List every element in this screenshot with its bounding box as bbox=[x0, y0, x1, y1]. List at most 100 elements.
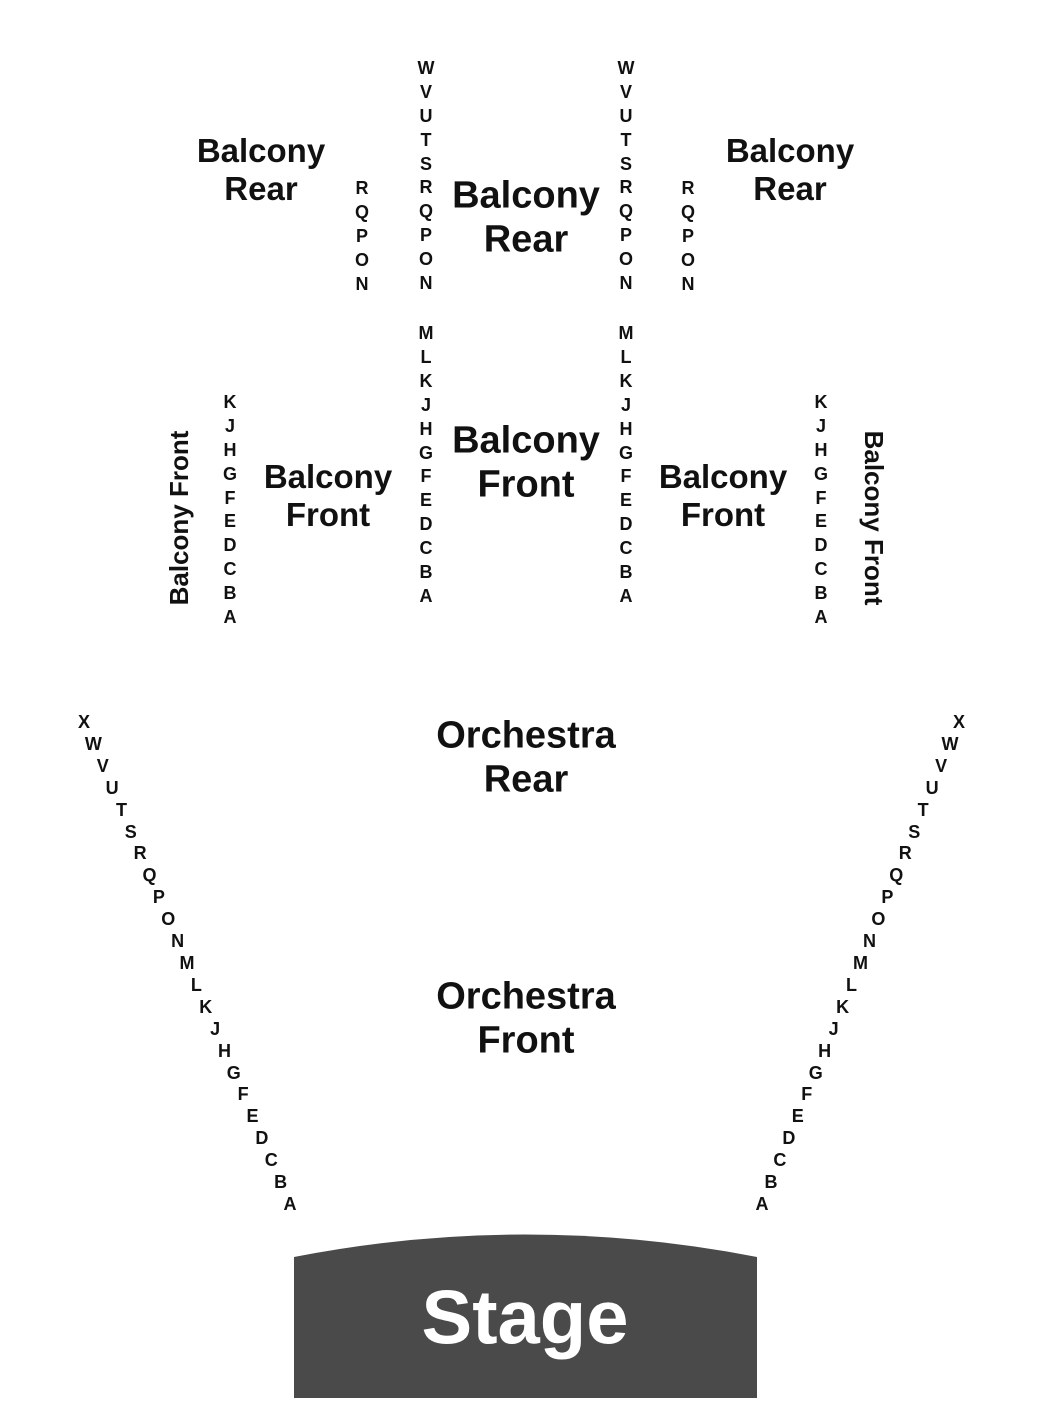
balcony-front-left-aisle-row-m: M bbox=[418, 323, 434, 343]
balcony-rear-right-side-row-p: P bbox=[681, 226, 695, 246]
balcony-front-left-aisle-row-g: G bbox=[418, 442, 434, 463]
orchestra-left-row-q: Q bbox=[142, 865, 157, 886]
balcony-front-left-aisle-row-h: H bbox=[419, 418, 433, 439]
balcony-rear-right-side-row-o: O bbox=[680, 250, 696, 270]
balcony-front-right-aisle-row-e: E bbox=[619, 490, 633, 511]
orchestra-right-row-c: C bbox=[773, 1150, 787, 1171]
orchestra-left-row-x: X bbox=[77, 712, 91, 732]
orchestra-left-row-r: R bbox=[133, 843, 147, 864]
orchestra-left-row-v: V bbox=[96, 755, 109, 776]
section-orchestra-front[interactable]: Orchestra Front bbox=[436, 975, 616, 1061]
balcony-front-right-aisle-row-c: C bbox=[619, 538, 633, 559]
orchestra-left-row-d: D bbox=[255, 1128, 269, 1149]
orchestra-right-row-o: O bbox=[871, 909, 886, 930]
balcony-front-right-aisle-row-h: H bbox=[619, 418, 633, 439]
balcony-front-right-side-row-a: A bbox=[814, 607, 828, 627]
section-balcony-rear-right[interactable]: Balcony Rear bbox=[725, 132, 855, 207]
section-orchestra-rear[interactable]: Orchestra Rear bbox=[436, 714, 616, 800]
section-balcony-rear-left[interactable]: Balcony Rear bbox=[196, 132, 326, 207]
balcony-front-left-side-row-a: A bbox=[223, 607, 237, 627]
orchestra-right-row-r: R bbox=[898, 843, 912, 864]
orchestra-right-row-v: V bbox=[935, 755, 948, 776]
balcony-rear-left-aisle-row-n: N bbox=[419, 273, 433, 293]
orchestra-right-row-h: H bbox=[818, 1040, 832, 1061]
balcony-rear-left-aisle-row-r: R bbox=[419, 177, 433, 198]
orchestra-left-row-n: N bbox=[171, 931, 185, 952]
orchestra-right-row-m: M bbox=[853, 953, 868, 973]
section-balcony-front-right[interactable]: Balcony Front bbox=[658, 458, 788, 533]
balcony-front-left-aisle-row-f: F bbox=[420, 466, 432, 487]
stage-area bbox=[294, 1234, 757, 1398]
orchestra-left-row-h: H bbox=[217, 1040, 231, 1061]
balcony-front-right-side-row-e: E bbox=[814, 511, 828, 532]
orchestra-left-row-l: L bbox=[190, 974, 202, 995]
orchestra-left-row-m: M bbox=[179, 953, 195, 973]
orchestra-right-row-w: W bbox=[941, 733, 959, 754]
balcony-front-right-aisle-row-d: D bbox=[619, 514, 633, 535]
orchestra-right-row-p: P bbox=[881, 887, 894, 908]
balcony-front-left-side-row-j: J bbox=[224, 415, 236, 436]
balcony-front-right-side-row-b: B bbox=[814, 583, 828, 604]
balcony-front-left-side-row-d: D bbox=[223, 535, 237, 556]
balcony-front-left-side-row-c: C bbox=[223, 559, 237, 580]
orchestra-right-row-f: F bbox=[801, 1084, 813, 1105]
balcony-rear-right-aisle-row-t: T bbox=[620, 129, 632, 150]
balcony-front-left-aisle-row-l: L bbox=[420, 346, 432, 367]
orchestra-left-row-j: J bbox=[210, 1018, 221, 1039]
balcony-front-left-side-row-k: K bbox=[223, 392, 237, 412]
balcony-rear-right-aisle-row-q: Q bbox=[618, 201, 634, 222]
balcony-front-right-aisle-row-a: A bbox=[619, 586, 633, 606]
orchestra-left-row-b: B bbox=[274, 1172, 288, 1193]
orchestra-left-row-k: K bbox=[199, 996, 213, 1017]
stage-label: Stage bbox=[421, 1275, 629, 1361]
balcony-front-left-aisle-row-b: B bbox=[419, 562, 433, 583]
orchestra-right-row-g: G bbox=[808, 1062, 823, 1083]
balcony-rear-left-aisle-row-s: S bbox=[419, 153, 433, 174]
balcony-front-right-side-row-j: J bbox=[815, 415, 827, 436]
orchestra-right-row-j: J bbox=[828, 1018, 839, 1039]
balcony-rear-left-aisle-row-q: Q bbox=[418, 201, 434, 222]
balcony-rear-right-side-row-r: R bbox=[681, 178, 695, 198]
balcony-rear-left-aisle-row-u: U bbox=[419, 105, 433, 126]
orchestra-right-row-u: U bbox=[925, 777, 939, 798]
orchestra-right-row-s: S bbox=[908, 821, 921, 842]
balcony-front-left-side-row-g: G bbox=[222, 463, 238, 484]
balcony-rear-left-side-row-p: P bbox=[355, 226, 369, 246]
balcony-rear-right-aisle-row-u: U bbox=[619, 105, 633, 126]
balcony-front-left-side-row-f: F bbox=[224, 487, 236, 508]
balcony-rear-left-side-row-n: N bbox=[355, 274, 369, 294]
balcony-rear-left-side-row-r: R bbox=[355, 178, 369, 198]
orchestra-left-row-u: U bbox=[105, 777, 119, 798]
section-balcony-front-left[interactable]: Balcony Front bbox=[263, 458, 393, 533]
balcony-rear-right-aisle-row-n: N bbox=[619, 273, 633, 293]
balcony-front-right-aisle-row-m: M bbox=[618, 323, 634, 343]
balcony-front-right-side-row-h: H bbox=[814, 439, 828, 460]
orchestra-right-row-d: D bbox=[782, 1128, 796, 1149]
balcony-front-left-side-row-b: B bbox=[223, 583, 237, 604]
orchestra-right-row-k: K bbox=[836, 996, 850, 1017]
balcony-rear-right-side-row-n: N bbox=[681, 274, 695, 294]
balcony-rear-right-aisle-row-r: R bbox=[619, 177, 633, 198]
balcony-front-right-aisle-row-g: G bbox=[618, 442, 634, 463]
balcony-front-left-side-row-h: H bbox=[223, 439, 237, 460]
balcony-rear-right-aisle-row-w: W bbox=[617, 58, 635, 78]
orchestra-right-row-q: Q bbox=[889, 865, 904, 886]
orchestra-left-row-s: S bbox=[124, 821, 137, 842]
section-balcony-front-center[interactable]: Balcony Front bbox=[452, 419, 600, 505]
balcony-front-right-side-row-d: D bbox=[814, 535, 828, 556]
section-balcony-rear-center[interactable]: Balcony Rear bbox=[452, 174, 600, 260]
orchestra-right-row-e: E bbox=[791, 1106, 804, 1127]
orchestra-left-row-o: O bbox=[161, 909, 176, 930]
orchestra-left-row-c: C bbox=[264, 1150, 278, 1171]
orchestra-left-row-e: E bbox=[246, 1106, 259, 1127]
balcony-rear-right-aisle-row-s: S bbox=[619, 153, 633, 174]
orchestra-right-row-l: L bbox=[846, 974, 858, 995]
balcony-front-left-aisle-row-j: J bbox=[420, 394, 432, 415]
balcony-front-right-side-row-k: K bbox=[814, 392, 828, 412]
balcony-rear-left-aisle-row-o: O bbox=[418, 249, 434, 270]
orchestra-left-row-g: G bbox=[226, 1062, 241, 1083]
balcony-front-right-side-row-f: F bbox=[815, 487, 827, 508]
orchestra-right-row-b: B bbox=[764, 1172, 778, 1193]
balcony-front-left-aisle-row-a: A bbox=[419, 586, 433, 606]
